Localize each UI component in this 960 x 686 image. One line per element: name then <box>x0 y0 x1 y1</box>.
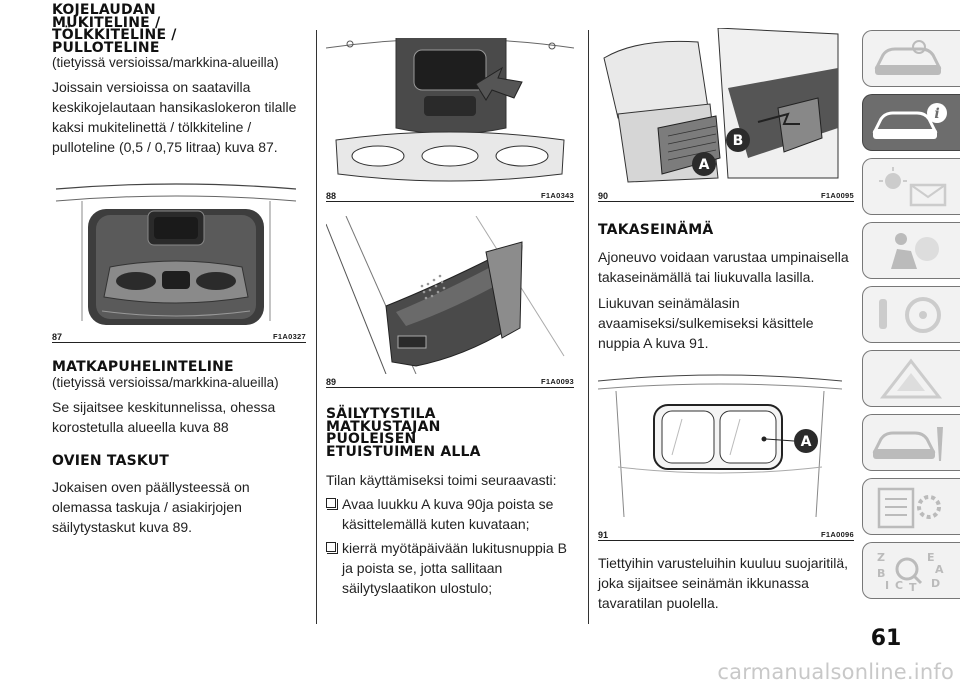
warning-lights-icon <box>879 167 947 207</box>
tab-dashboard[interactable] <box>862 30 960 87</box>
rear-wall-window-illustration: A <box>598 366 842 527</box>
index-letter: C <box>895 579 903 592</box>
index-letter: E <box>927 551 935 564</box>
instruction-list: Avaa luukku A kuva 90ja poista se käsitt… <box>326 494 574 598</box>
bullet-box-icon <box>326 542 338 554</box>
section-heading-cupholder: KOJELAUDAN MUKITELINE / TÖLKKITELINE / P… <box>52 2 177 56</box>
figure-87-caption: 87 F1A0327 <box>52 329 306 342</box>
index-letter: D <box>931 577 940 590</box>
paragraph-intro: Tilan käyttämiseksi toimi seuraavasti: <box>326 472 557 488</box>
figure-88: 88 F1A0343 <box>326 28 574 202</box>
airbag-safety-icon <box>891 233 939 269</box>
info-letter: i <box>934 106 939 122</box>
car-info-icon: i <box>872 103 947 139</box>
index-letter: A <box>935 563 944 576</box>
paragraph-rear-wall: Ajoneuvo voidaan varustaa umpinaisella t… <box>598 248 849 285</box>
section-heading-under-seat-storage: SÄILYTYSTILA MATKUSTAJAN PUOLEISEN ETUIS… <box>326 406 481 460</box>
callout-label-a: A <box>699 157 710 173</box>
under-seat-storage-illustration: B A <box>598 28 842 188</box>
column-divider <box>316 30 317 624</box>
starting-driving-icon <box>879 297 941 333</box>
technical-data-icon <box>877 487 941 529</box>
paragraph-protective-grille: Tiettyihin varusteluihin kuuluu suojarit… <box>598 554 849 611</box>
chapter-tabs: i <box>862 30 960 606</box>
figure-90: B A 90 F1A0095 <box>598 28 854 202</box>
paragraph-sliding-glass: Liukuvan seinämälasin avaamiseksi/sulkem… <box>598 294 814 351</box>
figure-number: 91 <box>598 529 609 540</box>
tab-safety[interactable] <box>862 222 960 279</box>
callout-label-a: A <box>801 434 812 450</box>
section-heading-phone-holder: MATKAPUHELINTELINE <box>52 359 234 375</box>
index-icon: Z E A B D I C T <box>877 551 944 593</box>
section-heading-rear-wall: TAKASEINÄMÄ <box>598 222 714 238</box>
column-3: B A 90 F1A0095 TAKASEINÄMÄ Ajoneuvo void… <box>598 0 854 613</box>
section-subtitle: (tietyissä versioissa/markkina-alueilla) <box>52 374 279 390</box>
paragraph-door-pockets: Jokaisen oven päällysteessä on olemassa … <box>52 479 250 535</box>
figure-89: 89 F1A0093 <box>326 216 574 388</box>
figure-number: 88 <box>326 191 337 201</box>
paragraph-phone-holder: Se sijaitsee keskitunnelissa, ohessa kor… <box>52 398 276 435</box>
section-subtitle: (tietyissä versioissa/markkina-alueilla) <box>52 55 279 70</box>
cupholder-illustration <box>52 171 300 329</box>
figure-code: F1A0096 <box>821 529 854 539</box>
callout-label-b: B <box>733 133 744 149</box>
figure-number: 87 <box>52 332 63 342</box>
figure-87: 87 F1A0327 <box>52 171 306 343</box>
tab-technical-data[interactable] <box>862 478 960 535</box>
index-letter: T <box>909 581 917 593</box>
column-divider <box>588 30 589 624</box>
phone-holder-illustration <box>326 28 574 188</box>
tab-warning-lights[interactable] <box>862 158 960 215</box>
index-letter: I <box>885 579 889 592</box>
tab-vehicle-info[interactable]: i <box>862 94 960 151</box>
index-letter: B <box>877 567 885 580</box>
figure-code: F1A0327 <box>273 332 306 341</box>
figure-91: A 91 F1A0096 <box>598 366 854 541</box>
figure-code: F1A0343 <box>541 191 574 200</box>
instruction-text: kierrä myötäpäivään lukitusnuppia B ja p… <box>342 540 567 596</box>
figure-88-caption: 88 F1A0343 <box>326 188 574 201</box>
column-2: 88 F1A0343 89 F1A0093 SÄILYTYSTILA MATKU… <box>326 0 574 598</box>
figure-91-caption: 91 F1A0096 <box>598 527 854 540</box>
tab-index[interactable]: Z E A B D I C T <box>862 542 960 599</box>
tab-emergency[interactable] <box>862 350 960 407</box>
instruction-item: kierrä myötäpäivään lukitusnuppia B ja p… <box>326 538 574 598</box>
tab-maintenance[interactable] <box>862 414 960 471</box>
watermark: carmanualsonline.info <box>717 660 954 684</box>
page-number: 61 <box>870 626 902 651</box>
bullet-box-icon <box>326 498 338 510</box>
section-heading-door-pockets: OVIEN TASKUT <box>52 452 170 469</box>
index-letter: Z <box>877 551 885 564</box>
figure-90-caption: 90 F1A0095 <box>598 188 854 201</box>
car-dashboard-icon <box>874 40 942 75</box>
column-1: KOJELAUDAN MUKITELINE / TÖLKKITELINE / P… <box>52 0 306 537</box>
figure-code: F1A0095 <box>821 191 854 200</box>
car-maintenance-icon <box>872 427 943 461</box>
figure-number: 89 <box>326 377 337 387</box>
figure-number: 90 <box>598 191 609 201</box>
tab-starting-driving[interactable] <box>862 286 960 343</box>
figure-code: F1A0093 <box>541 377 574 386</box>
door-pocket-illustration <box>326 216 574 374</box>
figure-89-caption: 89 F1A0093 <box>326 374 574 387</box>
instruction-text: Avaa luukku A kuva 90ja poista se käsitt… <box>342 496 554 532</box>
paragraph-cupholder: Joissain versioissa on saatavilla keskik… <box>52 79 297 155</box>
instruction-item: Avaa luukku A kuva 90ja poista se käsitt… <box>326 494 574 534</box>
emergency-triangle-icon <box>879 358 943 399</box>
